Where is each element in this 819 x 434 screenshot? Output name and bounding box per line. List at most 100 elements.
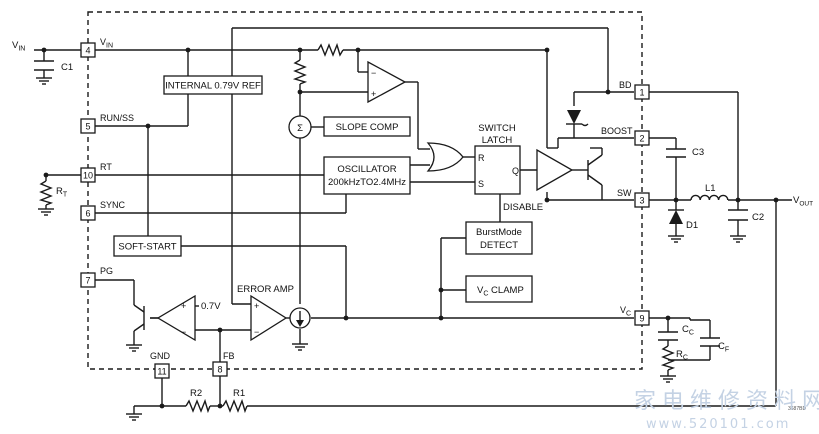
junction-dots: [41, 47, 779, 409]
pin-boxes: 4 5 10 6 7 11 8 1 2 3 9: [80, 42, 650, 379]
pin-9: [634, 310, 650, 326]
slope-comp-block: [323, 116, 411, 137]
cf-capacitor: [700, 337, 720, 347]
d1-diode: [668, 209, 684, 224]
boost-diode: [566, 110, 589, 127]
latch-s-label: S: [478, 179, 484, 189]
pin-label-sw: SW: [617, 188, 632, 198]
ground-rc: [660, 375, 676, 383]
cc-label: CC: [682, 324, 694, 337]
ground-c2: [730, 235, 746, 243]
rc-label: RC: [676, 349, 688, 362]
c1-label: C1: [61, 62, 73, 73]
ground-pg: [126, 344, 142, 352]
d1-label: D1: [686, 220, 698, 231]
pin-4: [80, 42, 96, 58]
figure-code: 3687BD: [788, 406, 806, 412]
l1-label: L1: [705, 183, 716, 194]
slope-comp-label: SLOPE COMP: [336, 122, 399, 133]
comparator-minus: −: [371, 68, 376, 78]
ground-c1: [36, 77, 52, 85]
or-gate: [426, 142, 464, 172]
switch-latch-title: SWITCH: [478, 123, 516, 134]
pin-label-vin: VIN: [100, 37, 113, 50]
ground-d1: [668, 235, 684, 243]
comparator-plus: +: [371, 89, 376, 99]
pin-3: [634, 192, 650, 208]
vc-clamp-block: [465, 275, 533, 303]
c3-label: C3: [692, 147, 704, 158]
driver-buffer: [536, 148, 574, 192]
soft-start-block: [113, 235, 182, 257]
pin-labels: VIN RUN/SS RT SYNC PG GND FB BD BOOST SW…: [100, 37, 633, 361]
sigma-symbol: Σ: [297, 123, 303, 134]
c3-capacitor: [666, 148, 686, 158]
wires: [34, 27, 792, 414]
ic-outline: [87, 11, 643, 370]
error-amp-plus: +: [254, 301, 259, 311]
error-amp: [250, 294, 288, 342]
svg-text:3: 3: [639, 196, 644, 206]
pin-label-rt: RT: [100, 162, 112, 172]
svg-text:4: 4: [85, 46, 90, 56]
external-labels: VIN C1 RT C3 L1 D1 C2 VOUT CC RC CF R2 R…: [12, 40, 813, 399]
pin-label-bd: BD: [619, 80, 632, 90]
burstmode-block: [465, 221, 533, 255]
pin-label-fb: FB: [223, 351, 235, 361]
svg-text:1: 1: [639, 88, 644, 98]
c2-capacitor: [728, 209, 748, 221]
current-comparator: [367, 60, 407, 104]
watermark-text: 家电维修资料网: [634, 389, 819, 414]
pg-comparator-plus: +: [181, 301, 186, 311]
pin-label-run: RUN/SS: [100, 113, 134, 123]
r2-resistor: [185, 398, 211, 414]
internal-ref-label: INTERNAL 0.79V REF: [165, 81, 261, 92]
pg-comparator-minus: −: [181, 327, 186, 337]
rc-resistor: [660, 345, 676, 371]
error-amp-minus: −: [254, 327, 259, 337]
pin-label-pg: PG: [100, 266, 113, 276]
capacitors: [34, 60, 748, 347]
svg-text:6: 6: [85, 209, 90, 219]
internal-ref-block: [163, 75, 263, 95]
rt-label: RT: [56, 186, 68, 199]
svg-text:11: 11: [157, 367, 166, 377]
pin-7: [80, 272, 96, 288]
pin-label-boost: BOOST: [601, 126, 633, 136]
pg-comparator: [156, 294, 196, 342]
ground-rt: [38, 208, 54, 216]
pin-10: [80, 167, 96, 183]
switch-latch-block: [474, 145, 521, 195]
resistors: [38, 42, 676, 414]
cc-capacitor: [658, 331, 678, 341]
pin-8: [212, 361, 228, 377]
svg-text:8: 8: [217, 365, 222, 375]
internal-resistor-vertical: [292, 59, 308, 85]
c1-capacitor: [34, 60, 54, 71]
vin-label: VIN: [12, 40, 25, 53]
sigma-summing-node: [288, 115, 312, 139]
c2-label: C2: [752, 212, 764, 223]
disable-label: DISABLE: [503, 202, 543, 213]
pin-label-vc: VC: [620, 305, 631, 318]
oscillator-label: OSCILLATOR: [337, 164, 396, 175]
vout-label: VOUT: [793, 195, 813, 208]
burstmode-detect-label: DETECT: [480, 240, 518, 251]
l1-inductor: [690, 194, 729, 201]
switch-latch-title-2: LATCH: [482, 135, 513, 146]
latch-r-label: R: [478, 153, 485, 163]
svg-text:7: 7: [85, 276, 90, 286]
pin-5: [80, 118, 96, 134]
ground-sense: [292, 343, 308, 351]
latch-q-label: Q: [512, 166, 519, 176]
ground-symbols: [36, 77, 746, 421]
internal-resistor-top: [317, 42, 344, 57]
r1-resistor: [222, 398, 248, 414]
r1-label: R1: [233, 388, 245, 399]
burstmode-label: BurstMode: [476, 227, 522, 238]
pin-label-gnd: GND: [150, 351, 171, 361]
vc-clamp-label: VC CLAMP: [477, 285, 524, 298]
oscillator-block: [323, 156, 411, 195]
cf-label: CF: [718, 341, 729, 354]
